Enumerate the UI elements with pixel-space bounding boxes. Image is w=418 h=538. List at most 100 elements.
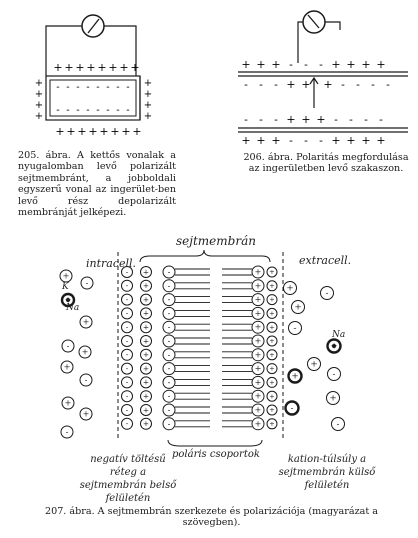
inner-plus-ion: + [140, 390, 152, 403]
sign: + [331, 58, 340, 71]
lipid-head-left: - [162, 334, 176, 348]
outer-plus-ion: + [266, 321, 278, 333]
electrode-arrow [309, 76, 319, 85]
sign: - [86, 82, 89, 93]
f205-bottom-signs: + + + + + + + + [55, 125, 141, 138]
extracellular-ion: - [288, 321, 302, 335]
lipid-head-left: - [162, 362, 176, 376]
svg-text:+: + [255, 349, 262, 359]
sign: - [259, 78, 263, 91]
svg-text:+: + [255, 391, 262, 401]
sign: + [256, 134, 265, 147]
f205-inner-top: - - - - - - - - [56, 82, 129, 93]
label-na-right: Na [332, 330, 346, 340]
intracellular-ion: - [79, 373, 93, 387]
label-membrane: sejtmembrán [176, 234, 256, 248]
svg-text:+: + [269, 268, 275, 276]
svg-text:+: + [310, 360, 317, 370]
sign: + [144, 78, 152, 89]
galvanometer-needle [87, 18, 100, 34]
svg-text:-: - [67, 341, 70, 351]
label-negative: negatív töltésű réteg a sejtmembrán bels… [79, 454, 177, 504]
sign: - [349, 113, 353, 126]
svg-text:+: + [269, 351, 275, 359]
sign: + [331, 134, 340, 147]
svg-text:-: - [168, 405, 171, 415]
galvanometer-needle [307, 14, 320, 29]
svg-text:-: - [126, 309, 129, 318]
sign: + [301, 113, 310, 126]
extracellular-ion: + [326, 338, 342, 354]
svg-text:-: - [126, 392, 129, 401]
lipid-head-right: + [251, 417, 265, 431]
svg-text:+: + [330, 342, 337, 352]
svg-text:-: - [168, 267, 171, 277]
svg-text:+: + [143, 336, 149, 345]
inner-plus-ion: + [140, 362, 152, 375]
inner-minus-ion: - [121, 362, 133, 375]
svg-text:+: + [64, 362, 71, 372]
svg-text:+: + [269, 296, 275, 304]
inner-minus-ion: - [121, 335, 133, 347]
outer-plus-ion: + [266, 404, 278, 416]
inner-plus-ion: + [140, 279, 152, 292]
svg-text:+: + [255, 418, 262, 428]
svg-text:+: + [143, 392, 149, 401]
inner-plus-ion: + [140, 321, 152, 334]
membrane-inner [49, 79, 137, 117]
svg-text:+: + [63, 271, 70, 281]
extracellular-ion: + [283, 281, 297, 295]
lipid-head-right: + [251, 375, 265, 389]
sign: + [35, 111, 43, 122]
svg-text:-: - [126, 405, 129, 414]
sign: + [286, 113, 295, 126]
sign: + [119, 61, 128, 74]
svg-text:+: + [255, 377, 262, 387]
lipid-head-left: - [162, 417, 176, 431]
intracellular-ion: + [61, 396, 75, 410]
sign: - [289, 134, 293, 147]
label-na-left: Na [66, 303, 80, 313]
svg-text:-: - [168, 391, 171, 401]
inner-plus-ion: + [140, 307, 152, 320]
svg-text:-: - [168, 308, 171, 318]
sign: - [274, 78, 278, 91]
inner-plus-ion: + [140, 335, 152, 347]
sign: + [99, 125, 108, 138]
polar-bracket [167, 439, 263, 447]
lipid-head-left: - [162, 320, 176, 334]
extracellular-ion: + [326, 391, 340, 405]
svg-text:-: - [333, 370, 336, 380]
outer-plus-ion: + [266, 335, 278, 347]
intracellular-ion: + [79, 315, 93, 329]
outer-plus-ion: + [266, 363, 278, 375]
sign: + [66, 125, 75, 138]
sign: + [121, 125, 130, 138]
sign: + [35, 100, 43, 111]
lipid-head-left: - [162, 403, 176, 417]
svg-text:-: - [126, 350, 129, 359]
svg-text:+: + [65, 295, 72, 305]
svg-text:-: - [168, 418, 171, 428]
lipid-head-right: + [251, 403, 265, 417]
svg-text:+: + [82, 347, 89, 357]
label-polar: poláris csoportok [172, 449, 260, 460]
inner-minus-ion: - [121, 321, 133, 334]
inner-plus-ion: + [140, 417, 152, 430]
inner-plus-ion: + [140, 348, 152, 361]
membrane-structure: -+-++-+-++-+-++-+-++-+-++-+-++-+-++-+-++… [59, 265, 345, 439]
sign: + [130, 61, 139, 74]
sign: - [106, 82, 109, 93]
outer-plus-ion: + [266, 280, 278, 292]
svg-text:-: - [126, 295, 129, 304]
svg-text:+: + [143, 419, 149, 428]
outer-plus-ion: + [266, 294, 278, 306]
inner-plus-ion: + [140, 404, 152, 416]
sign: - [66, 82, 69, 93]
inner-minus-ion: - [121, 390, 133, 403]
inner-minus-ion: - [121, 266, 133, 278]
svg-text:+: + [294, 303, 301, 313]
svg-text:+: + [255, 280, 262, 290]
svg-text:-: - [337, 420, 340, 430]
